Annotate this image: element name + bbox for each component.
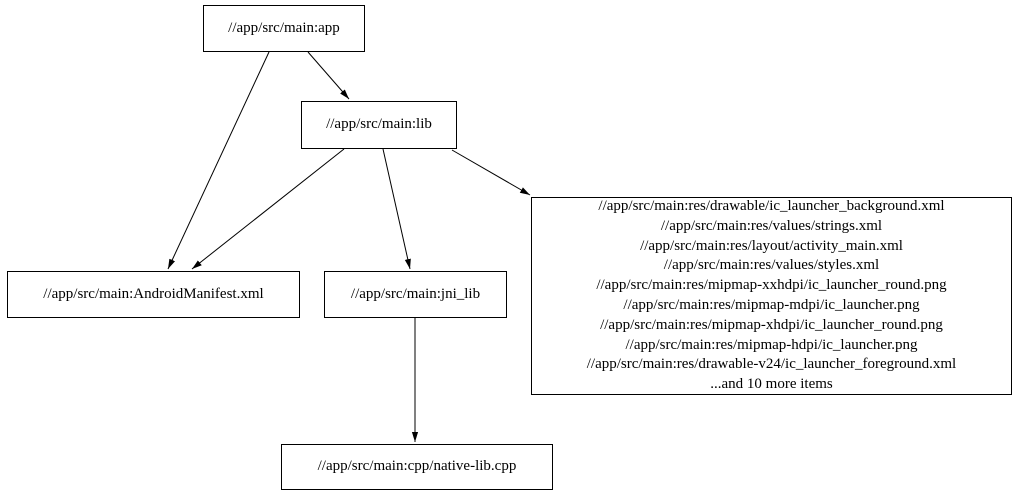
graph-node-app: //app/src/main:app [203, 5, 365, 52]
node-label-line: //app/src/main:res/drawable/ic_launcher_… [598, 198, 945, 215]
node-label-line: //app/src/main:app [228, 19, 340, 36]
edge-lib-to-res-group [451, 149, 531, 196]
node-label-line: //app/src/main:res/mipmap-hdpi/ic_launch… [625, 336, 918, 353]
graph-node-lib: //app/src/main:lib [301, 101, 457, 149]
graph-node-jni-lib: //app/src/main:jni_lib [324, 271, 507, 318]
node-label-line: //app/src/main:res/values/styles.xml [663, 257, 880, 274]
node-label-line: //app/src/main:res/mipmap-mdpi/ic_launch… [623, 297, 920, 313]
edge-app-to-lib [307, 51, 350, 100]
node-label-line: //app/src/main:res/mipmap-xhdpi/ic_launc… [600, 316, 943, 333]
node-label-line: //app/src/main:lib [326, 116, 432, 133]
node-label-line: //app/src/main:cpp/native-lib.cpp [317, 458, 517, 475]
edge-lib-to-android-manifest [191, 148, 345, 270]
node-label-line: ...and 10 more items [710, 376, 833, 393]
node-label-line: //app/src/main:res/drawable-v24/ic_launc… [586, 356, 957, 373]
edge-lib-to-jni-lib [382, 148, 411, 270]
node-label-line: //app/src/main:jni_lib [350, 285, 481, 302]
edge-app-to-android-manifest [167, 51, 270, 270]
node-label-line: //app/src/main:res/values/strings.xml [660, 217, 883, 234]
node-label-line: //app/src/main:res/layout/activity_main.… [640, 237, 903, 254]
node-label-line: //app/src/main:AndroidManifest.xml [43, 285, 264, 302]
graph-node-res-group: //app/src/main:res/drawable/ic_launcher_… [531, 197, 1012, 395]
graph-node-android-manifest: //app/src/main:AndroidManifest.xml [7, 271, 300, 318]
node-label-line: //app/src/main:res/mipmap-xxhdpi/ic_laun… [596, 277, 947, 294]
graph-node-native-lib-cpp: //app/src/main:cpp/native-lib.cpp [281, 444, 553, 490]
